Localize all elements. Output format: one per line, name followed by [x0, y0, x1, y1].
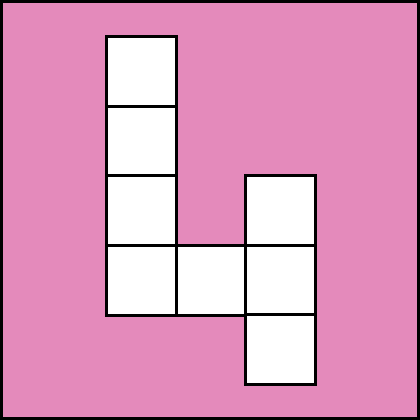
- grid-cell-c1-r3: [175, 244, 248, 317]
- grid-cell-c0-r0: [105, 35, 178, 108]
- grid-cell-c2-r4: [244, 313, 317, 386]
- grid-cell-c0-r2: [105, 174, 178, 247]
- grid-cell-c0-r3: [105, 244, 178, 317]
- grid-cell-c2-r2: [244, 174, 317, 247]
- grid-cell-c2-r3: [244, 244, 317, 317]
- grid-cell-c0-r1: [105, 105, 178, 178]
